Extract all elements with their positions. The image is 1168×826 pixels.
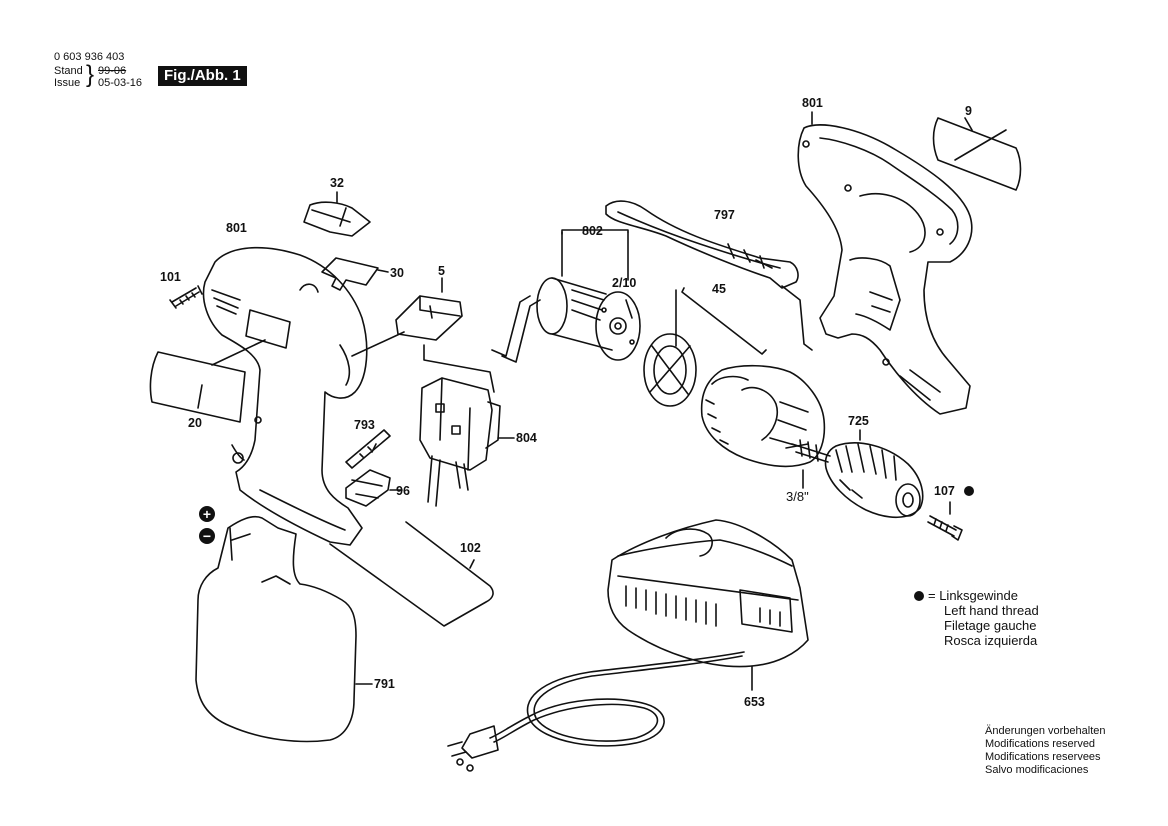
left-hand-thread-dot-icon bbox=[964, 486, 974, 496]
new-date: 05-03-16 bbox=[98, 77, 143, 89]
callout-802: 802 bbox=[582, 224, 603, 238]
note-de: Änderungen vorbehalten bbox=[985, 725, 1106, 737]
callout-102: 102 bbox=[460, 541, 481, 555]
screw-107-shape bbox=[927, 501, 963, 541]
note-fr: Modifications reservees bbox=[985, 751, 1101, 763]
legend-line-es: Rosca izquierda bbox=[944, 633, 1038, 648]
spring-793-shape bbox=[345, 429, 391, 469]
slide-30-shape bbox=[321, 257, 389, 291]
callout-804: 804 bbox=[516, 431, 537, 445]
label-9-shape bbox=[932, 117, 1022, 191]
switch-804-shape bbox=[419, 344, 515, 507]
callout-653: 653 bbox=[744, 695, 765, 709]
screw-101-shape bbox=[169, 285, 203, 309]
switch-cap-5-shape bbox=[351, 277, 463, 357]
callout-801-left: 801 bbox=[226, 221, 247, 235]
callout-9: 9 bbox=[965, 104, 972, 118]
note-en: Modifications reserved bbox=[985, 738, 1096, 750]
cover-32-shape bbox=[303, 191, 371, 237]
figure-badge: Fig./Abb. 1 bbox=[158, 66, 247, 86]
callout-32: 32 bbox=[330, 176, 344, 190]
charger-653-shape bbox=[607, 519, 809, 691]
callout-5: 5 bbox=[438, 264, 445, 278]
callout-3-8: 3/8" bbox=[786, 489, 809, 504]
legend-line-fr: Filetage gauche bbox=[944, 618, 1037, 633]
clip-96-shape bbox=[345, 469, 403, 507]
issue-label: Issue bbox=[54, 77, 81, 89]
callout-791: 791 bbox=[374, 677, 395, 691]
housing-right-shape bbox=[797, 111, 973, 415]
modification-notes: Änderungen vorbehalten Modifications res… bbox=[985, 725, 1105, 777]
minus-icon: − bbox=[199, 528, 215, 544]
callout-30: 30 bbox=[390, 266, 404, 280]
strap-797-shape bbox=[605, 200, 813, 351]
legend-line-en: Left hand thread bbox=[944, 603, 1039, 618]
cable-shape bbox=[447, 651, 745, 772]
brace-icon: } bbox=[86, 61, 95, 88]
callout-797: 797 bbox=[714, 208, 735, 222]
callout-20: 20 bbox=[188, 416, 202, 430]
callout-725: 725 bbox=[848, 414, 869, 428]
battery-791-shape bbox=[195, 515, 373, 743]
note-es: Salvo modificaciones bbox=[985, 764, 1089, 776]
callout-101: 101 bbox=[160, 270, 181, 284]
chuck-725-shape bbox=[791, 429, 924, 519]
part-number: 0 603 936 403 bbox=[54, 51, 125, 63]
old-date: 99-06 bbox=[98, 65, 127, 77]
motor-802-shape bbox=[491, 229, 641, 363]
legend-dot-icon bbox=[914, 591, 924, 601]
legend-line-de: = Linksgewinde bbox=[914, 588, 1039, 603]
gearbox-45-shape bbox=[681, 287, 826, 468]
plus-icon: + bbox=[199, 506, 215, 522]
thread-legend: = Linksgewinde Left hand thread Filetage… bbox=[914, 588, 1039, 648]
callout-793: 793 bbox=[354, 418, 375, 432]
label-20-shape bbox=[149, 339, 266, 423]
callout-2-10: 2/10 bbox=[612, 276, 637, 290]
callout-107: 107 bbox=[934, 484, 955, 498]
wire-102-shape bbox=[329, 521, 494, 627]
plate-2-10-shape bbox=[643, 289, 697, 407]
stand-label: Stand bbox=[54, 65, 83, 77]
callout-801-right: 801 bbox=[802, 96, 823, 110]
housing-left-shape bbox=[202, 246, 368, 546]
callout-45: 45 bbox=[712, 282, 726, 296]
legend-de-text: = Linksgewinde bbox=[928, 588, 1018, 603]
callout-96: 96 bbox=[396, 484, 410, 498]
